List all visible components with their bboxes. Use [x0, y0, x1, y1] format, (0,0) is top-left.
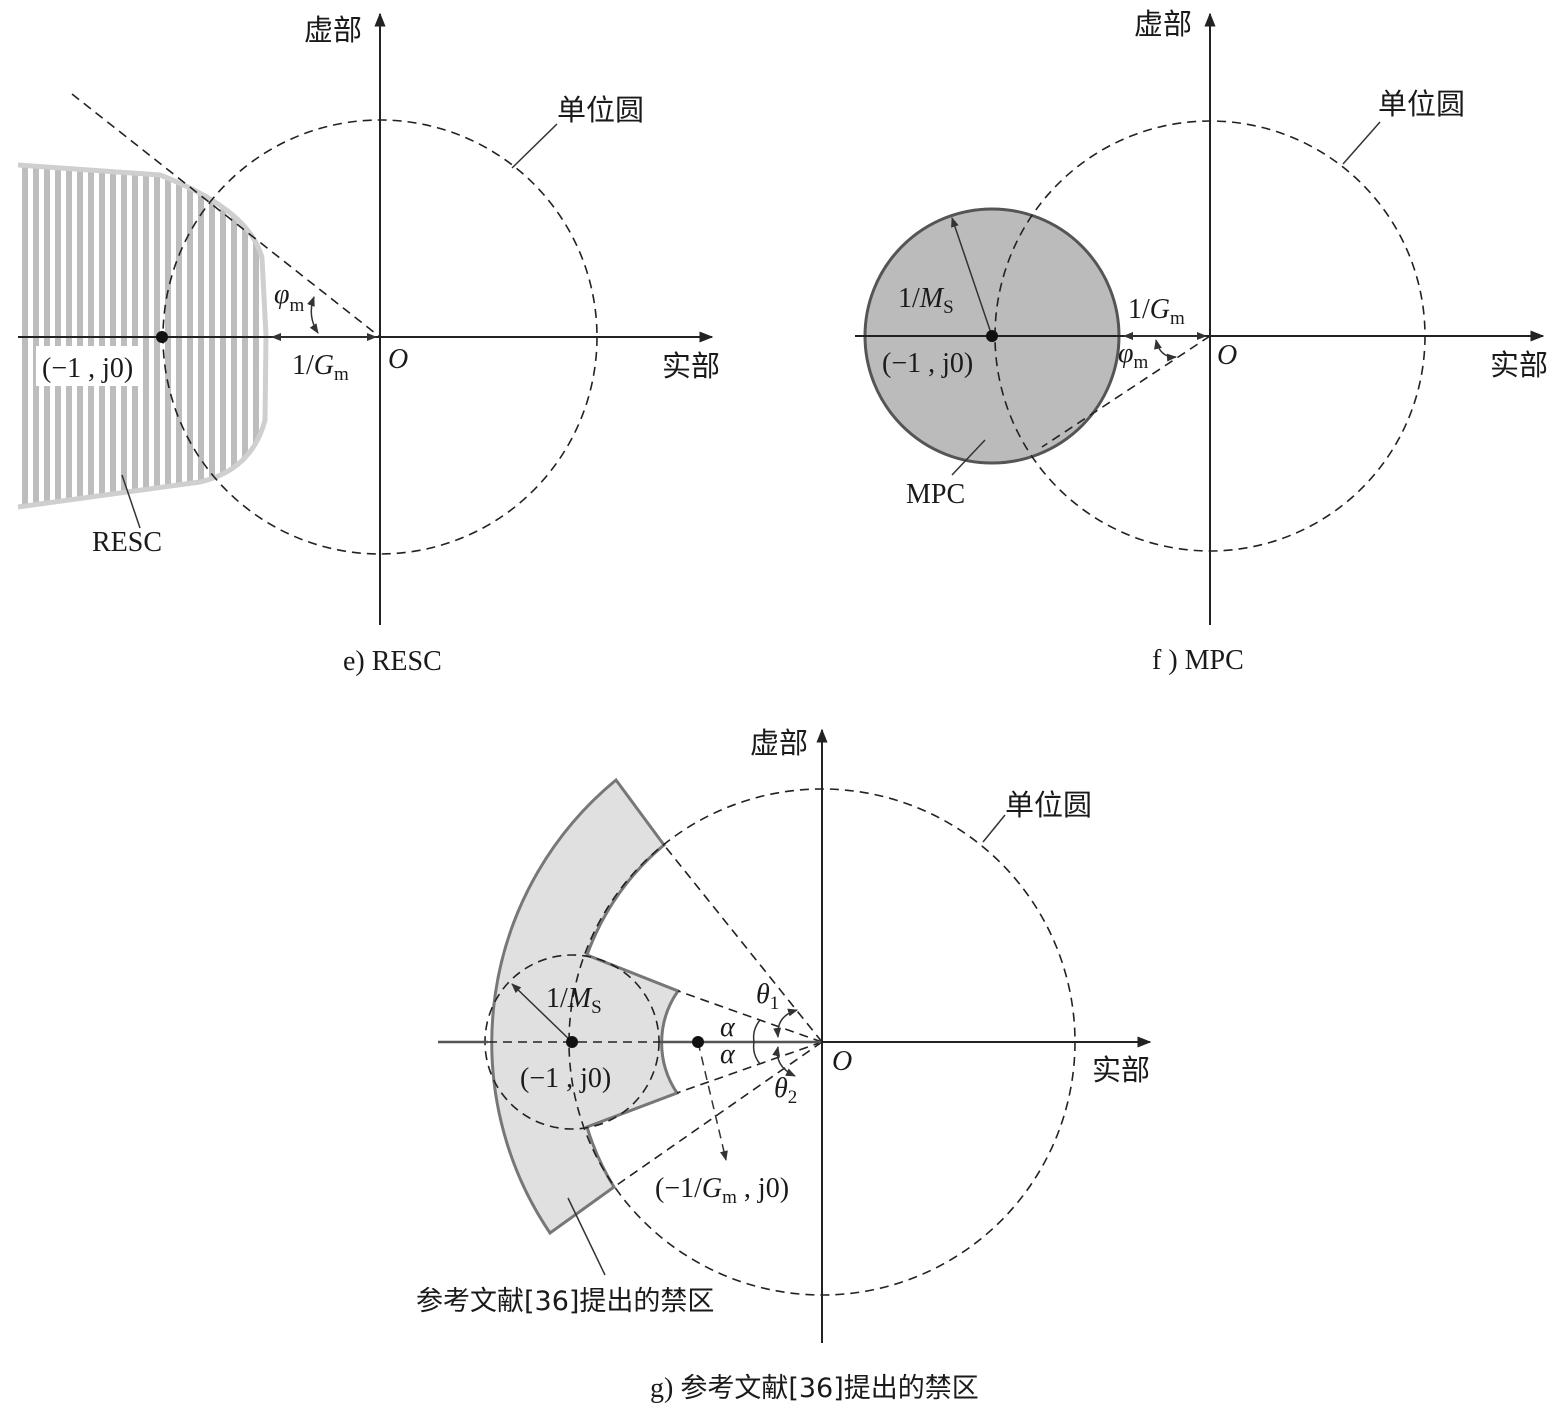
caption-g: g) 参考文献[36]提出的禁区 [650, 1373, 979, 1404]
caption-e: e) RESC [343, 646, 442, 677]
alpha-arc-lower [752, 1041, 761, 1065]
critical-point-label: (−1 , j0) [42, 353, 133, 384]
phase-margin-arc [1154, 339, 1177, 362]
resc-hatch-stripe [132, 165, 138, 507]
real-axis-label: 实部 [662, 349, 720, 383]
resc-hatch-stripe [55, 165, 61, 507]
origin-label: O [832, 1046, 852, 1077]
caption-f: f ) MPC [1152, 645, 1244, 676]
alpha-arc-upper [752, 1019, 761, 1043]
unit-circle-label: 单位圆 [1378, 87, 1465, 121]
theta2-arc [772, 1046, 796, 1077]
theta2-label: θ2 [774, 1073, 797, 1108]
gain-margin-label: 1/Gm [1128, 294, 1185, 329]
resc-leader [121, 474, 141, 529]
resc-hatch-stripe [77, 165, 83, 507]
sector-ray-upper [663, 844, 823, 1043]
resc-region [22, 165, 266, 507]
critical-point [156, 331, 168, 343]
real-axis-label: 实部 [1490, 348, 1548, 382]
resc-hatch-stripe [88, 165, 94, 507]
resc-hatch-stripe [33, 165, 39, 507]
phase-margin-line [71, 93, 381, 338]
unit-circle-leader [982, 814, 1006, 843]
gain-margin-label: 1/Gm [292, 350, 349, 385]
critical-point-label: (−1 , j0) [882, 348, 973, 379]
critical-point-label: (−1 , j0) [520, 1063, 611, 1094]
zone-leader [567, 1197, 606, 1276]
resc-hatch-stripe [143, 165, 149, 507]
resc-hatch-stripe [99, 165, 105, 507]
ms-radius-arrow [951, 217, 993, 337]
imag-axis-label: 虚部 [304, 13, 362, 47]
theta1-arc [773, 1008, 798, 1038]
unit-circle-leader [1342, 121, 1381, 165]
resc-boundary [17, 162, 269, 510]
resc-hatch-stripe [242, 165, 248, 507]
phase-margin-label: φm [1118, 338, 1149, 373]
critical-label-bg [36, 346, 140, 386]
resc-hatch-stripe [187, 165, 193, 507]
panel-g: 虚部 实部 单位圆 O 1/MS (−1 , j0) α α θ1 θ2 (−1… [416, 726, 1152, 1404]
imag-axis-label: 虚部 [1134, 7, 1192, 41]
resc-hatch-stripe [121, 165, 127, 507]
phase-margin-arc [307, 296, 319, 334]
origin-label: O [388, 344, 408, 375]
gm-point-label: (−1/Gm , j0) [655, 1173, 789, 1208]
mpc-leader [951, 439, 986, 476]
resc-hatch-stripe [22, 165, 28, 507]
alpha-lower-label: α [720, 1039, 736, 1070]
ms-label: 1/MS [546, 983, 602, 1018]
unit-circle-leader [511, 123, 558, 169]
resc-hatch-stripe [198, 165, 204, 507]
unit-circle-label: 单位圆 [557, 93, 644, 127]
critical-point [566, 1036, 578, 1048]
ms-label: 1/MS [898, 283, 954, 318]
mpc-label: MPC [906, 479, 965, 510]
unit-circle-label: 单位圆 [1005, 788, 1092, 822]
critical-point [986, 330, 998, 342]
alpha-upper-label: α [720, 1012, 736, 1043]
resc-hatch-stripe [44, 165, 50, 507]
origin-label: O [1217, 340, 1237, 371]
resc-hatch-stripe [110, 165, 116, 507]
resc-label: RESC [92, 527, 162, 558]
imag-axis-label: 虚部 [750, 726, 808, 760]
alpha-ray-upper [677, 990, 823, 1043]
real-axis-label: 实部 [1092, 1053, 1150, 1087]
resc-hatch-stripe [176, 165, 182, 507]
gain-margin-point [692, 1036, 704, 1048]
ms-radius-arrow [511, 983, 573, 1043]
alpha-ray-lower [676, 1041, 823, 1094]
panel-e: (−1 , j0) 虚部 实部 单位圆 O φm 1/Gm RESC e) RE… [17, 12, 720, 677]
phase-margin-label: φm [274, 279, 305, 316]
resc-hatch-stripe [66, 165, 72, 507]
theta1-label: θ1 [756, 979, 779, 1014]
gm-point-leader [697, 1041, 728, 1161]
panel-f: 虚部 实部 单位圆 O 1/MS (−1 , j0) 1/Gm φm MPC f… [855, 7, 1548, 676]
phase-margin-line [1041, 335, 1211, 448]
zone-label: 参考文献[36]提出的禁区 [416, 1286, 714, 1317]
sector-ray-lower [613, 1041, 823, 1188]
resc-hatch-stripe [253, 165, 259, 507]
